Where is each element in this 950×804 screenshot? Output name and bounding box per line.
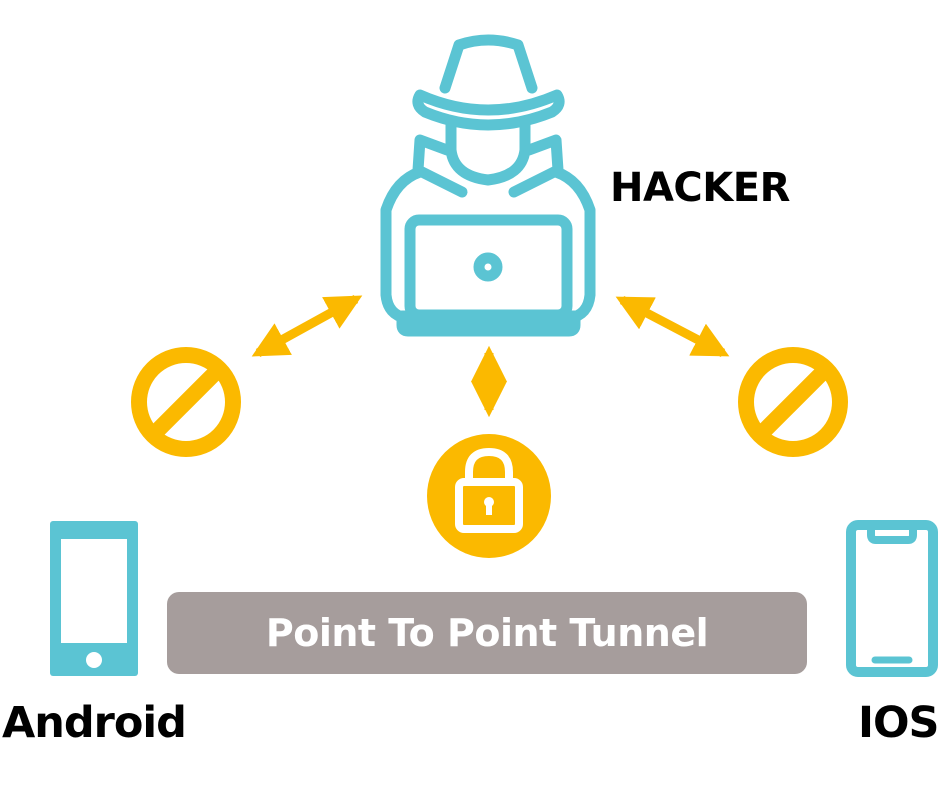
padlock-icon — [427, 434, 551, 558]
padlock-body — [455, 478, 523, 533]
android-phone-icon — [50, 521, 138, 676]
iphone-notch — [867, 528, 917, 544]
laptop-screen — [404, 214, 573, 321]
arrow-right — [615, 296, 730, 357]
laptop-icon — [396, 214, 581, 337]
tunnel-label: Point To Point Tunnel — [265, 611, 709, 655]
hacker-label: HACKER — [610, 165, 790, 211]
android-screen — [61, 539, 127, 643]
hat-brim — [412, 89, 565, 131]
blocked-icon-right — [738, 347, 848, 457]
ios-label: IOS — [858, 698, 940, 748]
iphone-icon — [846, 520, 938, 677]
padlock-shackle — [465, 447, 513, 484]
tunnel-bar: Point To Point Tunnel — [167, 592, 807, 674]
laptop-logo — [473, 252, 503, 282]
hat-crown — [439, 34, 538, 94]
hacker-icon — [380, 34, 596, 324]
android-label: Android — [2, 698, 187, 748]
blocked-icon-left — [131, 347, 241, 457]
face — [445, 116, 531, 186]
android-home-button — [86, 652, 102, 668]
collar-left — [412, 134, 468, 198]
collar-right — [508, 134, 564, 198]
laptop-base — [396, 310, 581, 337]
body-outline — [380, 166, 596, 324]
arrows — [251, 295, 730, 418]
arrow-left — [251, 295, 363, 357]
